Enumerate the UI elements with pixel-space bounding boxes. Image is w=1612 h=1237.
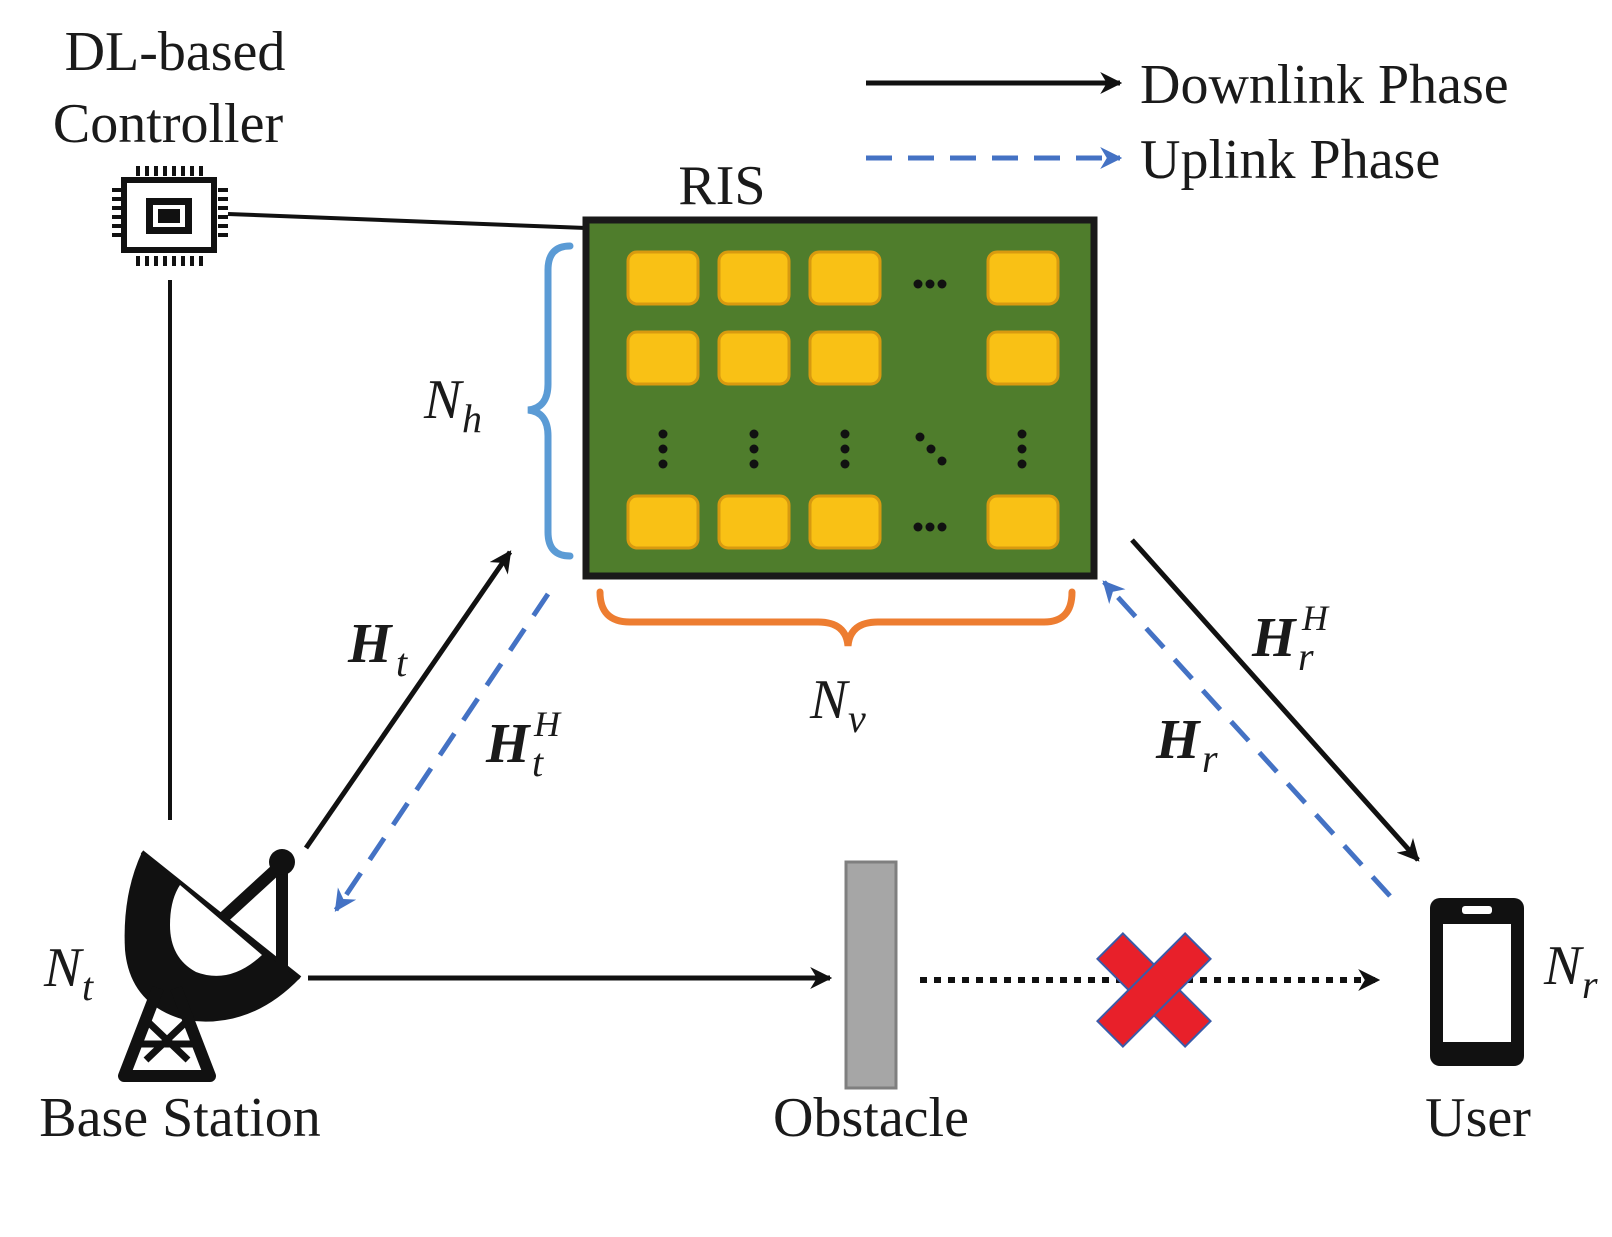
svg-text:t: t bbox=[532, 740, 544, 785]
svg-text:r: r bbox=[1202, 736, 1218, 781]
user-label: User bbox=[1425, 1087, 1531, 1149]
controller-label-line2: Controller bbox=[53, 93, 284, 155]
svg-text:v: v bbox=[848, 696, 866, 741]
nh-bracket bbox=[527, 242, 574, 560]
hr-hermitian-label: H r H bbox=[1251, 598, 1330, 679]
ris-element bbox=[986, 330, 1060, 386]
svg-text:H: H bbox=[347, 613, 393, 675]
controller-to-ris-link bbox=[227, 212, 587, 230]
ht-label: H t bbox=[347, 613, 408, 685]
svg-text:N: N bbox=[809, 669, 850, 731]
svg-text:t: t bbox=[396, 640, 408, 685]
svg-text:N: N bbox=[423, 369, 464, 431]
nh-label: N h bbox=[423, 369, 482, 441]
ris-element bbox=[808, 330, 882, 386]
base-station-label: Base Station bbox=[39, 1087, 321, 1149]
ris-panel bbox=[582, 216, 1098, 580]
svg-text:N: N bbox=[43, 937, 84, 999]
ris-element bbox=[717, 250, 791, 306]
legend: Downlink Phase Uplink Phase bbox=[866, 54, 1509, 191]
ris-element bbox=[808, 494, 882, 550]
svg-text:t: t bbox=[82, 964, 94, 1009]
user-to-ris-uplink-arrow bbox=[1102, 580, 1392, 898]
ris-element bbox=[986, 250, 1060, 306]
ris-ellipsis-marks bbox=[658, 279, 1027, 532]
obstacle-label: Obstacle bbox=[773, 1087, 969, 1149]
controller-label-line1: DL-based bbox=[65, 21, 286, 83]
ris-to-bs-uplink-arrow bbox=[333, 592, 551, 912]
red-cross-icon bbox=[1096, 932, 1212, 1048]
ris-element bbox=[626, 330, 700, 386]
ris-element bbox=[986, 494, 1060, 550]
chip-icon bbox=[112, 166, 228, 266]
ris-element bbox=[626, 250, 700, 306]
svg-text:r: r bbox=[1582, 962, 1598, 1007]
ris-label: RIS bbox=[678, 155, 765, 217]
legend-downlink-label: Downlink Phase bbox=[1140, 54, 1509, 116]
ris-to-user-downlink-arrow bbox=[1130, 538, 1420, 862]
ris-element bbox=[808, 250, 882, 306]
nv-bracket bbox=[596, 588, 1076, 647]
nv-label: N v bbox=[809, 669, 866, 741]
svg-text:H: H bbox=[1155, 709, 1201, 771]
ris-element bbox=[717, 330, 791, 386]
ris-element bbox=[717, 494, 791, 550]
svg-text:H: H bbox=[1251, 607, 1297, 669]
svg-text:r: r bbox=[1298, 634, 1314, 679]
svg-text:N: N bbox=[1543, 935, 1584, 997]
smartphone-icon bbox=[1430, 898, 1524, 1066]
svg-text:H: H bbox=[1301, 598, 1330, 638]
satellite-dish-icon bbox=[118, 849, 302, 1082]
ris-element bbox=[626, 494, 700, 550]
nt-label: N t bbox=[43, 937, 94, 1009]
svg-text:h: h bbox=[462, 396, 482, 441]
ht-hermitian-label: H t H bbox=[485, 704, 562, 785]
obstacle-block bbox=[844, 860, 898, 1090]
svg-text:H: H bbox=[533, 704, 562, 744]
hr-label: H r bbox=[1155, 709, 1218, 781]
svg-text:H: H bbox=[485, 713, 531, 775]
ris-elements bbox=[626, 250, 1060, 550]
bs-to-ris-downlink-arrow bbox=[303, 550, 513, 850]
nr-label: N r bbox=[1543, 935, 1598, 1007]
legend-uplink-label: Uplink Phase bbox=[1140, 129, 1440, 191]
